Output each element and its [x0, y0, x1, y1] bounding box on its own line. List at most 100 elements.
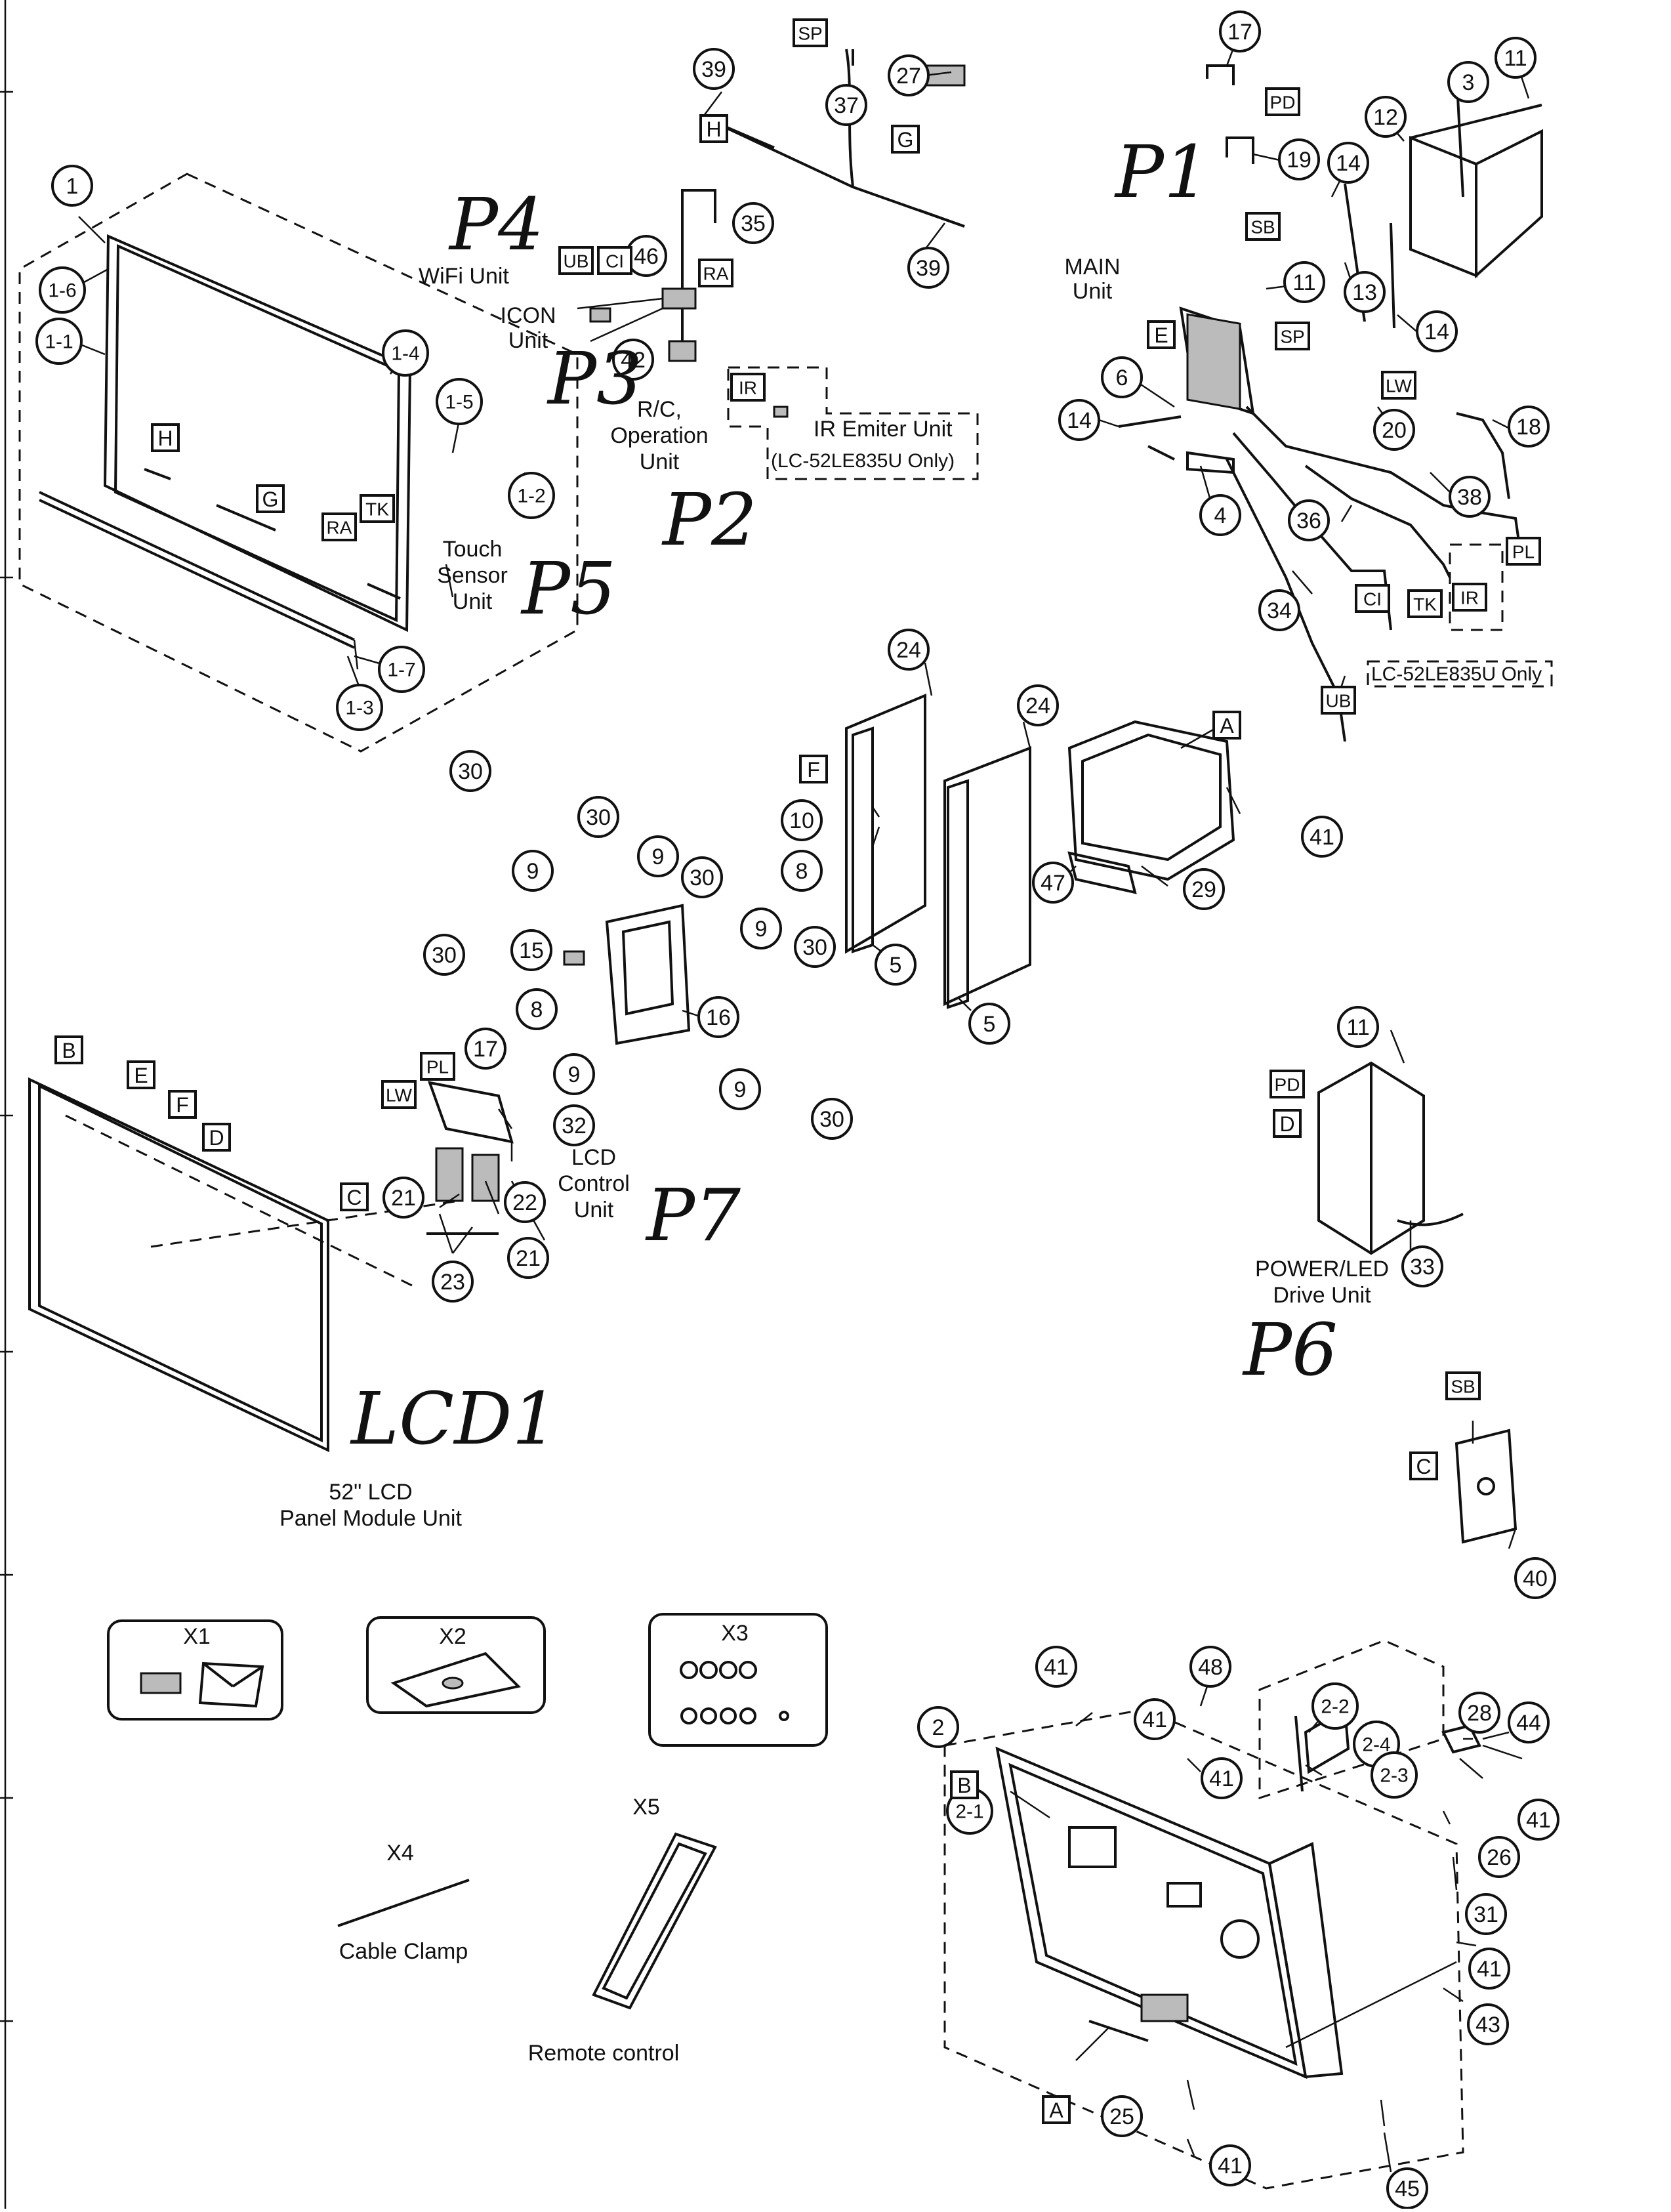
callout-47: 47: [1032, 862, 1074, 904]
callout-number: 45: [1395, 2177, 1420, 2202]
connector-box-ub: UB: [1321, 686, 1356, 715]
callout-circle: [732, 202, 774, 244]
callout-circle: [719, 1068, 761, 1110]
callout-39: 39: [907, 247, 949, 289]
connector-box-label: RA: [327, 518, 352, 538]
callout-circle: [637, 835, 679, 877]
callout-circle: [39, 266, 86, 314]
accessory-x1-box: [107, 1619, 283, 1721]
callout-number: 26: [1487, 1845, 1512, 1870]
lcd-control-label-line2: Control: [558, 1171, 630, 1196]
connector-box-label: UB: [1326, 691, 1351, 711]
callout-41: 41: [1134, 1698, 1176, 1740]
callout-circle: [794, 926, 836, 968]
connector-box-frame: [1245, 212, 1281, 241]
callout-circle: [1199, 494, 1241, 536]
callout-circle: [1101, 2095, 1143, 2137]
callout-circle: [507, 1237, 549, 1279]
callout-number: 41: [1526, 1808, 1551, 1833]
callout-circle: [553, 1053, 595, 1095]
board-40: [1454, 1421, 1517, 1544]
lcd-panel-label-line2: Panel Module Unit: [279, 1506, 462, 1531]
callout-20: 20: [1373, 409, 1415, 451]
main-unit-label-line1: MAIN: [1065, 255, 1121, 280]
accessory-x2-box: [366, 1616, 546, 1714]
handwritten-p7: P7: [645, 1173, 741, 1257]
callout-number: 11: [1292, 270, 1315, 295]
callout-13: 13: [1344, 271, 1386, 313]
callout-number: 15: [519, 938, 544, 963]
icon-unit-label-line1: ICON: [501, 303, 556, 328]
callout-number: 1-4: [391, 343, 419, 365]
connector-box-frame: [256, 484, 285, 513]
callout-circle: [1134, 1698, 1176, 1740]
callout-27: 27: [888, 54, 930, 96]
callout-41: 41: [1201, 1757, 1243, 1799]
callout-number: 2: [932, 1715, 945, 1740]
connector-box-a: A: [1212, 711, 1241, 740]
callout-6: 6: [1101, 356, 1143, 398]
callout-circle: [35, 318, 83, 365]
callout-number: 1-5: [445, 392, 473, 413]
connector-box-frame: [1212, 711, 1241, 740]
connector-box-frame: [698, 259, 733, 287]
callout-number: 5: [890, 953, 902, 978]
callout-37: 37: [825, 84, 867, 126]
callout-circle: [1508, 1701, 1550, 1743]
accessory-labels: X1 X2 X3 X4 X5: [183, 1621, 749, 1866]
callout-9: 9: [553, 1053, 595, 1095]
callout-number: 8: [796, 859, 808, 884]
callout-24: 24: [888, 629, 930, 671]
front-cabinet-assembly: [18, 173, 579, 753]
connector-box-frame: [1273, 1109, 1302, 1138]
callout-number: 28: [1467, 1701, 1492, 1726]
lc-only-label-1: (LC-52LE835U Only): [771, 450, 955, 472]
callout-number: 30: [432, 943, 457, 968]
callout-26: 26: [1478, 1836, 1520, 1878]
callout-1-2: 1-2: [508, 472, 555, 519]
callout-circle: [1301, 816, 1343, 858]
callout-number: 31: [1474, 1902, 1498, 1927]
callout-circle: [1467, 2003, 1509, 2045]
connector-box-d: D: [202, 1123, 231, 1152]
callout-circle: [510, 929, 552, 971]
callout-circle: [1035, 1646, 1077, 1688]
callout-2-2: 2-2: [1311, 1682, 1359, 1730]
callout-circle: [1189, 1646, 1231, 1688]
callout-number: 18: [1516, 415, 1541, 440]
callout-9: 9: [719, 1068, 761, 1110]
callout-circle: [888, 629, 930, 671]
connector-box-frame: [1506, 537, 1541, 566]
handwritten-p2: P2: [661, 478, 757, 562]
callout-1-6: 1-6: [39, 266, 86, 314]
leader-lines: [72, 39, 1530, 2173]
callout-number: 1-3: [345, 698, 373, 719]
callout-41: 41: [1035, 1646, 1077, 1688]
handwritten-annotations: P1 P2 P3 P4 P5 P6 P7 LCD1: [350, 130, 1338, 1461]
callout-circle: [1017, 684, 1059, 726]
callout-number: 43: [1475, 2013, 1500, 2037]
connector-box-label: H: [706, 117, 721, 141]
callout-circle: [336, 684, 383, 731]
callout-number: 19: [1287, 148, 1311, 173]
callout-14: 14: [1058, 399, 1100, 441]
connector-box-frame: [127, 1060, 155, 1089]
callout-number: 1-7: [387, 659, 415, 681]
callout-5: 5: [875, 944, 917, 986]
callout-circle: [436, 378, 483, 425]
rc-cable-assembly: [577, 189, 716, 362]
callout-number: 13: [1352, 280, 1377, 305]
callout-number: 24: [896, 638, 921, 663]
callout-32: 32: [553, 1104, 595, 1146]
connector-box-frame: [699, 114, 728, 143]
connector-box-frame: [1381, 371, 1416, 400]
callout-circle: [1416, 310, 1458, 352]
callout-1-7: 1-7: [378, 646, 425, 693]
margin-border: [0, 0, 13, 2209]
callout-circle: [382, 1177, 424, 1219]
connector-box-label: G: [262, 488, 279, 511]
callout-25: 25: [1101, 2095, 1143, 2137]
connector-box-tk: TK: [360, 494, 395, 523]
connector-box-label: D: [209, 1126, 224, 1150]
callout-number: 20: [1382, 418, 1407, 443]
